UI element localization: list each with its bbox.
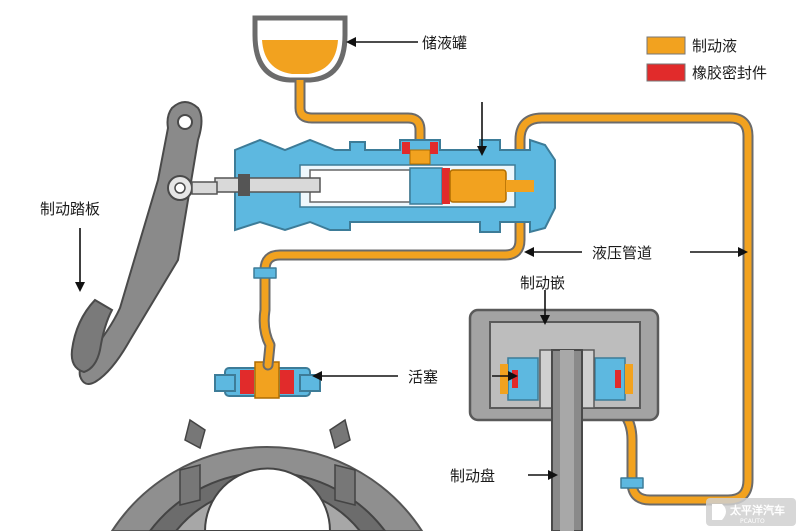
legend-label-fluid: 制动液 [692,37,737,55]
brake-disc [551,349,583,531]
watermark-logo: 太平洋汽车 PCAUTO [706,498,796,526]
label-reservoir: 储液罐 [422,34,467,52]
legend-swatch-seal [646,63,686,82]
label-disc: 制动盘 [450,467,495,485]
watermark-brand: 太平洋汽车 [729,503,785,517]
brake-drum [110,361,424,531]
watermark-site: PCAUTO [740,518,765,525]
legend-label-seal: 橡胶密封件 [692,64,767,82]
legend: 制动液 橡胶密封件 [646,36,767,82]
label-caliper: 制动嵌 [520,274,565,292]
master-cylinder [214,138,556,234]
fluid-reservoir [252,15,426,150]
legend-swatch-fluid [646,36,686,55]
hydraulic-pipe [253,112,754,506]
label-pedal: 制动踏板 [40,200,100,218]
label-piston: 活塞 [408,368,438,386]
leader-lines [75,37,748,480]
brake-pedal [70,101,218,385]
label-hydraulic-pipe: 液压管道 [592,244,652,262]
